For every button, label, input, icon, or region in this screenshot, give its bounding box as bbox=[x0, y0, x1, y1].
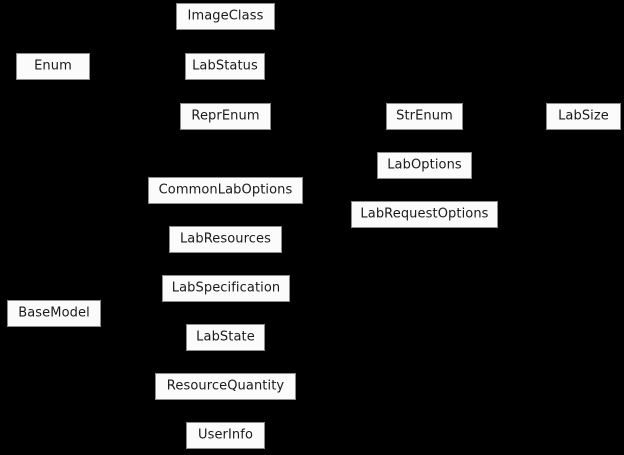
inheritance-edge-base-model-to-lab-state bbox=[101, 313, 186, 338]
class-node-common-lab-options[interactable]: CommonLabOptions bbox=[148, 177, 303, 204]
class-node-user-info[interactable]: UserInfo bbox=[186, 422, 265, 449]
class-node-label: StrEnum bbox=[396, 108, 453, 124]
class-node-label: LabSize bbox=[558, 108, 609, 124]
class-node-label: ResourceQuantity bbox=[166, 378, 285, 394]
class-node-base-model[interactable]: BaseModel bbox=[7, 300, 101, 327]
class-node-label: CommonLabOptions bbox=[158, 182, 293, 198]
class-node-lab-status[interactable]: LabStatus bbox=[185, 53, 265, 80]
class-node-lab-resources[interactable]: LabResources bbox=[169, 226, 282, 253]
inheritance-edge-enum-to-repr-enum bbox=[90, 66, 180, 117]
inheritance-edge-base-model-to-lab-resources bbox=[101, 239, 169, 314]
class-node-label: Enum bbox=[34, 58, 72, 74]
class-node-label: ReprEnum bbox=[191, 108, 260, 124]
class-node-image-class[interactable]: ImageClass bbox=[176, 3, 275, 30]
class-node-lab-size[interactable]: LabSize bbox=[546, 103, 621, 130]
class-node-label: LabRequestOptions bbox=[360, 206, 489, 222]
class-node-enum[interactable]: Enum bbox=[16, 53, 90, 80]
inheritance-edge-common-lab-options-to-lab-request-options bbox=[303, 190, 351, 215]
inheritance-edge-enum-to-image-class bbox=[90, 16, 176, 67]
class-node-label: LabOptions bbox=[387, 157, 462, 173]
class-node-repr-enum[interactable]: ReprEnum bbox=[180, 103, 271, 130]
class-node-label: ImageClass bbox=[187, 8, 264, 24]
class-node-lab-options[interactable]: LabOptions bbox=[377, 152, 472, 179]
class-node-resource-quantity[interactable]: ResourceQuantity bbox=[155, 373, 296, 400]
inheritance-edge-base-model-to-lab-specification bbox=[101, 288, 162, 314]
class-node-lab-specification[interactable]: LabSpecification bbox=[162, 275, 290, 302]
class-node-label: LabSpecification bbox=[171, 280, 281, 296]
class-node-label: UserInfo bbox=[197, 427, 254, 443]
class-node-label: LabState bbox=[196, 329, 255, 345]
class-node-str-enum[interactable]: StrEnum bbox=[386, 103, 463, 130]
class-node-label: LabStatus bbox=[192, 58, 258, 74]
inheritance-edge-base-model-to-common-lab-options bbox=[101, 190, 148, 314]
inheritance-edge-base-model-to-resource-quantity bbox=[101, 313, 155, 387]
class-node-label: LabResources bbox=[179, 231, 272, 247]
class-node-label: BaseModel bbox=[18, 305, 90, 321]
class-node-lab-request-options[interactable]: LabRequestOptions bbox=[351, 201, 498, 228]
class-node-lab-state[interactable]: LabState bbox=[186, 324, 265, 351]
